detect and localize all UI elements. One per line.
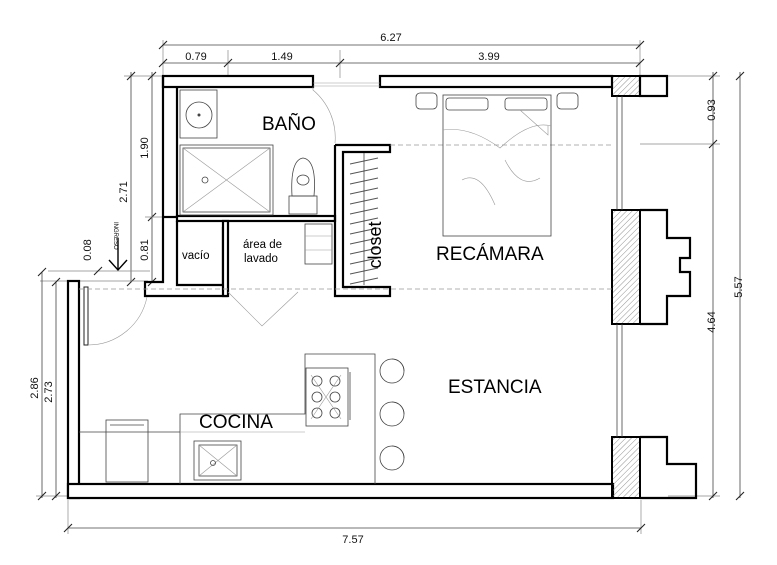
bed [415, 92, 579, 237]
dim-left-271: 2.71 [118, 181, 130, 202]
dim-top-3: 3.99 [478, 51, 499, 63]
room-estancia: ESTANCIA [448, 377, 542, 398]
laundry-fixtures [304, 223, 333, 265]
dim-left-008: 0.08 [82, 239, 94, 260]
dim-bottom-total: 7.57 [342, 534, 363, 546]
dim-left-273: 2.73 [43, 381, 55, 402]
dim-right-557: 5.57 [733, 276, 745, 297]
room-bano: BAÑO [262, 113, 316, 135]
dashed-lines [79, 144, 612, 290]
room-closet: closet [365, 221, 385, 268]
ingreso-label: INGRESO [112, 222, 118, 250]
room-vacio: vacío [182, 250, 210, 262]
room-area-lavado-2: lavado [244, 253, 278, 265]
room-cocina: COCINA [199, 412, 273, 433]
kitchen [79, 353, 405, 484]
dim-top-total: 6.27 [380, 32, 401, 44]
room-area-lavado-1: área de [243, 239, 282, 251]
dim-left-081: 0.81 [139, 239, 151, 260]
walls [66, 74, 698, 500]
dim-left-286: 2.86 [29, 377, 41, 398]
dimensions: 6.27 0.79 1.49 3.99 7.57 2.71 1.90 0.81 [29, 32, 745, 546]
room-labels: BAÑO RECÁMARA ESTANCIA COCINA closet vac… [182, 113, 544, 433]
dim-left-190: 1.90 [139, 137, 151, 158]
bathroom-fixtures [179, 89, 318, 216]
dim-right-464: 4.64 [706, 311, 718, 332]
dim-right-093: 0.93 [706, 99, 718, 120]
room-recamara: RECÁMARA [436, 244, 544, 265]
entrance-arrow-icon [108, 238, 128, 272]
doors [83, 87, 336, 346]
dim-top-1: 0.79 [185, 51, 206, 63]
burners [310, 374, 342, 420]
dim-top-2: 1.49 [271, 51, 292, 63]
